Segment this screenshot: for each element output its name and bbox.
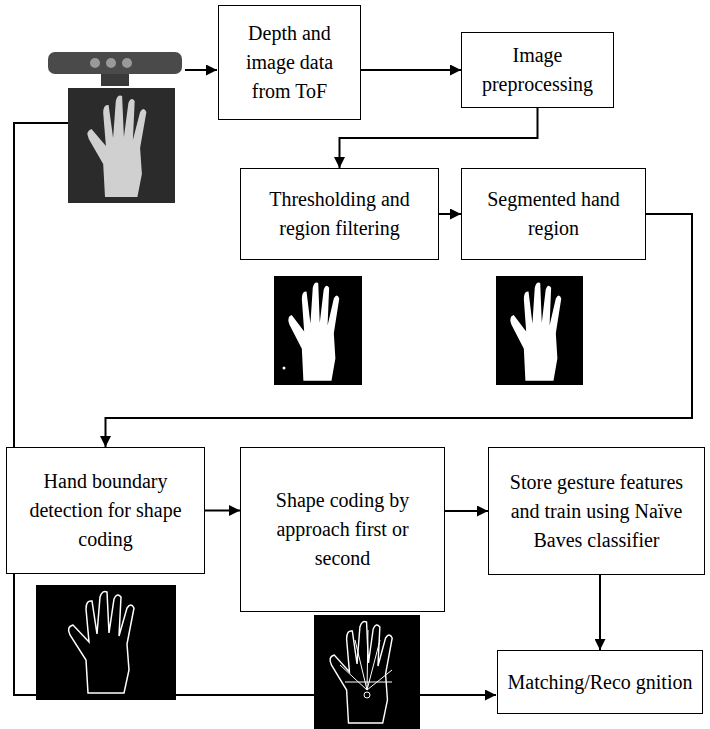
process-box: Depth and image data from ToF [218, 5, 361, 120]
sensor-lens [90, 58, 100, 68]
process-box: Store gesture features and train using N… [488, 447, 705, 575]
image-ground [274, 276, 362, 385]
photo-ground [68, 88, 175, 203]
box-label: Image preprocessing [470, 41, 605, 99]
flow-arrow [439, 213, 461, 215]
depth-photo [68, 88, 175, 203]
process-box: Thresholding and region filtering [240, 168, 439, 260]
feed-line [14, 123, 496, 695]
hand-mask [510, 282, 561, 380]
box-label: Segmented hand region [470, 185, 637, 243]
sensor-lens [106, 58, 116, 68]
hand-mask [288, 282, 339, 380]
hand-outline [330, 622, 392, 723]
hand-outline [69, 592, 134, 693]
flow-arrow [445, 510, 488, 512]
box-label: Matching/Reco gnition [508, 668, 693, 697]
flow-arrow [205, 510, 240, 512]
box-label: Store gesture features and train using N… [497, 468, 696, 555]
box-label: Thresholding and region filtering [249, 185, 430, 243]
sensor-stand [101, 74, 129, 86]
coding-ray [367, 630, 368, 690]
process-box: Hand boundary detection for shape coding [6, 447, 205, 574]
sensor-body [48, 52, 182, 74]
image-ground [36, 585, 176, 700]
hand-photo [87, 96, 146, 197]
shape-coding-image [314, 615, 420, 729]
segmented-image [496, 276, 583, 385]
coding-ray [367, 670, 392, 690]
image-ground [314, 615, 420, 729]
box-label: Shape coding by approach first or second [249, 486, 436, 573]
coding-ray [340, 665, 367, 690]
sensor-lens [122, 58, 132, 68]
box-label: Depth and image data from ToF [227, 19, 352, 106]
centroid-mark [364, 692, 370, 698]
flow-arrow [599, 575, 601, 650]
process-box: Shape coding by approach first or second [240, 447, 445, 612]
image-ground [496, 276, 583, 385]
coding-ray [345, 682, 392, 683]
process-box: Image preprocessing [461, 32, 614, 108]
sensor-arrow [185, 69, 217, 71]
kinect-sensor [48, 52, 182, 86]
flow-arrow [361, 69, 461, 71]
process-box: Matching/Reco gnition [497, 650, 703, 714]
box-label: Hand boundary detection for shape coding [15, 467, 196, 554]
boundary-image [36, 585, 176, 700]
coding-rays [340, 630, 392, 698]
flow-arrow [340, 108, 538, 168]
process-box: Segmented hand region [461, 168, 646, 260]
noise-dot [283, 367, 286, 370]
threshold-image [274, 276, 362, 385]
